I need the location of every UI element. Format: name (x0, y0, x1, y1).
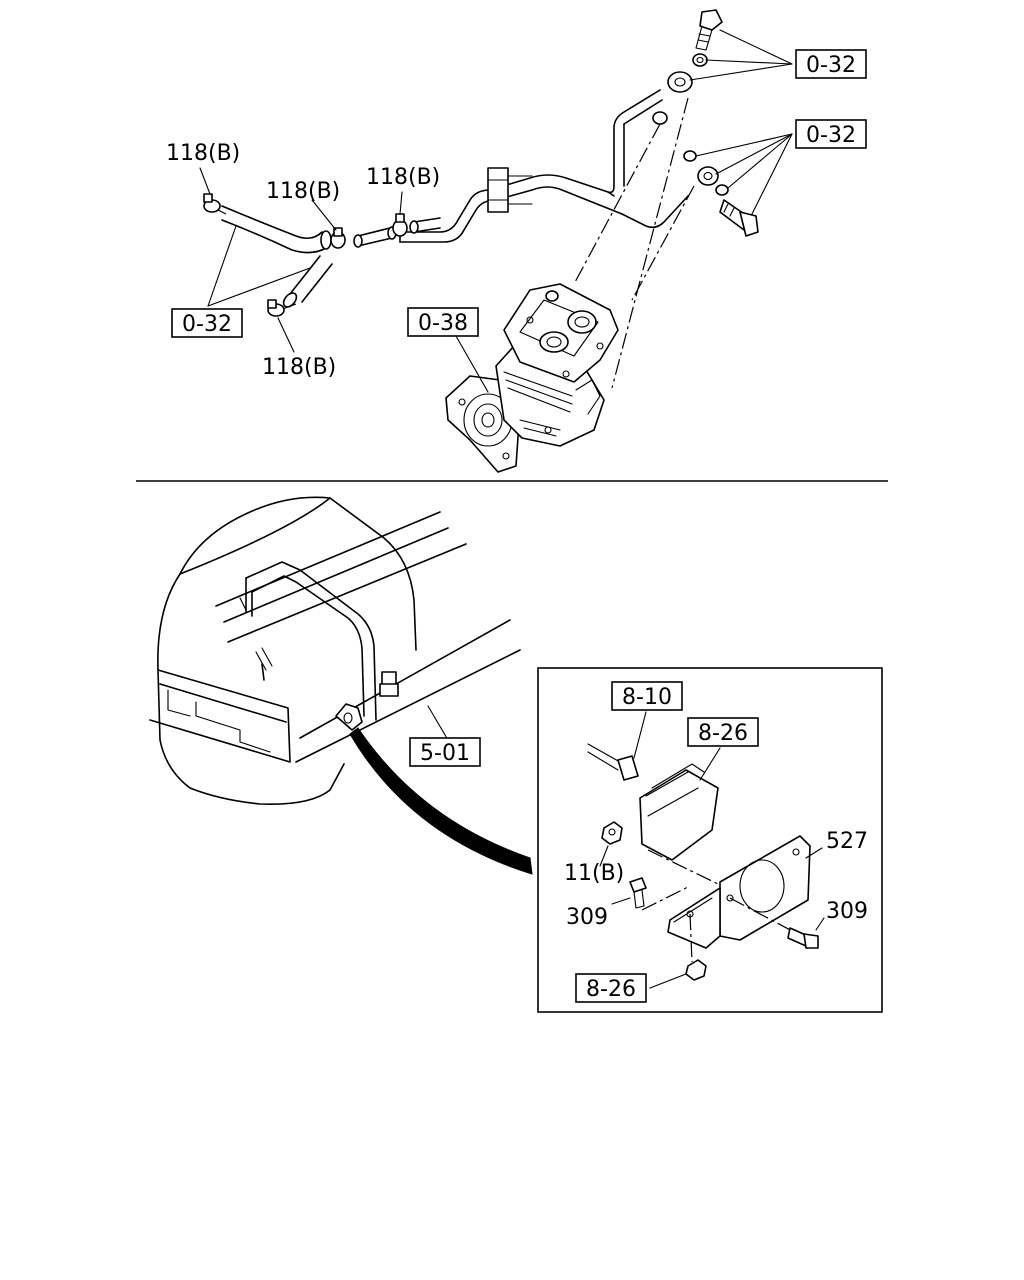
label-8-26-top: 8-26 (687, 717, 759, 747)
svg-text:0-32: 0-32 (182, 312, 232, 337)
banjo-fitting-right (683, 150, 759, 237)
svg-text:0-32: 0-32 (806, 53, 856, 78)
hose-clamp-1 (203, 193, 221, 213)
label-118b-2: 118(B) (266, 179, 340, 204)
label-118b-4: 118(B) (262, 355, 336, 380)
svg-text:0-32: 0-32 (806, 123, 856, 148)
label-0-32-left: 0-32 (171, 308, 243, 338)
air-pipe (399, 89, 689, 243)
upper-assembly (199, 9, 793, 473)
rubber-hoses (221, 205, 441, 308)
label-527: 527 (826, 829, 868, 854)
label-8-10: 8-10 (611, 681, 683, 711)
label-118b-1: 118(B) (166, 141, 240, 166)
vehicle-frame-view (149, 496, 533, 875)
label-11b: 11(B) (564, 861, 624, 886)
svg-text:5-01: 5-01 (420, 741, 470, 766)
label-309-left: 309 (566, 905, 608, 930)
banjo-fitting-top (652, 9, 723, 125)
label-0-38: 0-38 (407, 307, 479, 337)
label-0-32-top: 0-32 (795, 49, 867, 79)
detail-parts (587, 711, 825, 989)
leader-lines-032 (689, 29, 793, 215)
hose-clamp-2 (330, 227, 346, 249)
label-309-right: 309 (826, 899, 868, 924)
svg-text:8-26: 8-26 (698, 721, 748, 746)
label-8-26-bottom: 8-26 (575, 973, 647, 1003)
pipe-clip-block (487, 167, 509, 213)
svg-text:8-26: 8-26 (586, 977, 636, 1002)
label-118b-3: 118(B) (366, 165, 440, 190)
hose-clamp-3 (392, 213, 408, 237)
label-5-01: 5-01 (409, 737, 481, 767)
svg-text:8-10: 8-10 (622, 685, 672, 710)
hose-clamp-4 (267, 299, 285, 317)
svg-text:0-38: 0-38 (418, 311, 468, 336)
label-0-32-right: 0-32 (795, 119, 867, 149)
